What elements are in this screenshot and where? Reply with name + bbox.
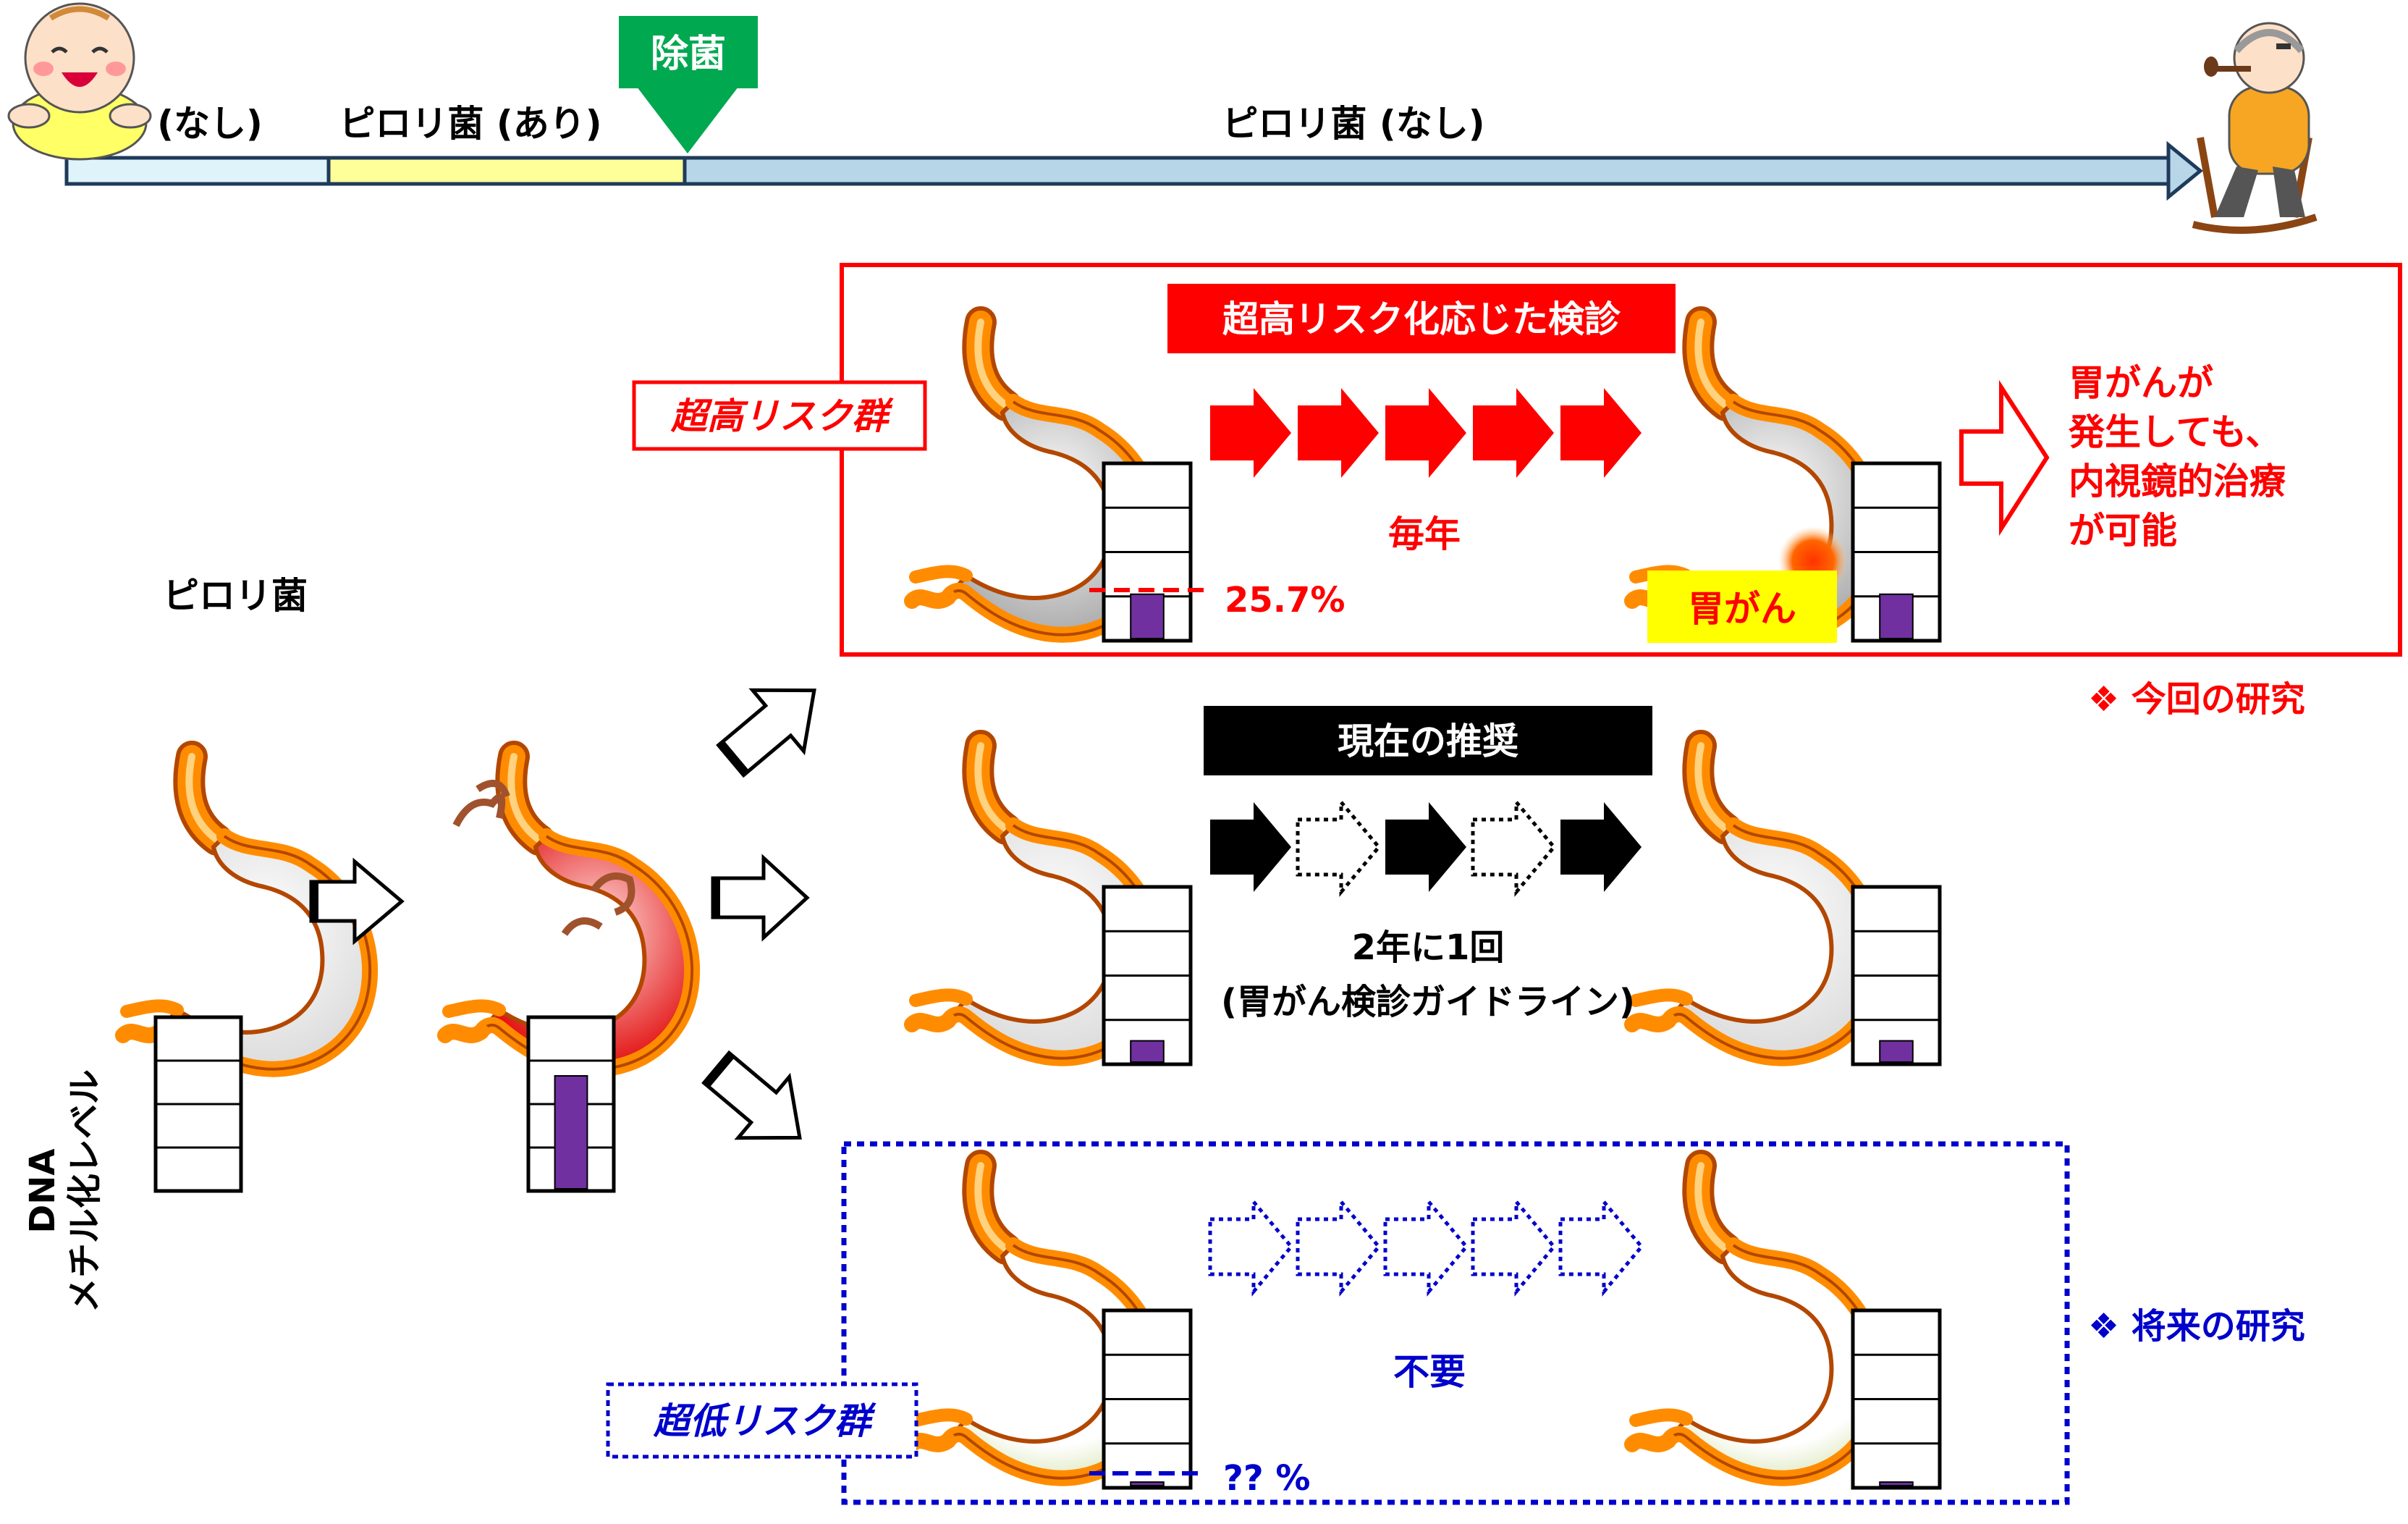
high-risk-header: [1167, 284, 1676, 353]
grandpa-illustration: [2192, 22, 2318, 234]
high-risk-percent: 25.7%: [1225, 580, 1345, 620]
pylori-bacteria: [452, 780, 635, 936]
standard-frequency: 2年に1回: [1352, 927, 1505, 968]
outcome-line-3: 内視鏡的治療: [2069, 460, 2286, 502]
high-risk-box: [840, 263, 2402, 657]
yearly-arrow-1: [1210, 388, 1291, 478]
methylation-meter-standard-after: [1851, 885, 1942, 1066]
methylation-meter-high-risk-after: [1851, 461, 1942, 643]
pylori-label: ピロリ菌: [163, 575, 308, 617]
standard-arrow-5: [1560, 802, 1642, 892]
outcome-line-4: が可能: [2069, 510, 2177, 552]
eradication-marker: [619, 16, 758, 88]
stomach-infected: [437, 741, 701, 1077]
branch-arrow-middle: [711, 854, 810, 942]
branch-arrow-up: [716, 688, 816, 778]
low-risk-arrow-4: [1471, 1197, 1557, 1297]
methylation-meter-low-risk-after: [1851, 1308, 1942, 1490]
cancer-label: 胃がん: [1688, 588, 1796, 630]
methylation-meter-low-risk-before: [1102, 1308, 1193, 1490]
dna-label: DNA: [22, 1148, 63, 1233]
eradication-label: 除菌: [651, 33, 726, 76]
low-risk-arrow-3: [1383, 1197, 1469, 1297]
yearly-arrow-5: [1560, 388, 1642, 478]
low-risk-frequency: 不要: [1393, 1351, 1466, 1393]
methylation-meter-infected-fill: [554, 1075, 588, 1190]
standard-arrow-3: [1385, 802, 1466, 892]
yearly-arrow-4: [1473, 388, 1554, 478]
methylation-label: メチル化レベル: [64, 1069, 105, 1313]
cancer-label-box: [1647, 571, 1837, 643]
methylation-meter-low-risk-before-fill: [1130, 1481, 1165, 1486]
high-risk-header-text: 超高リスク化応じた検診: [1222, 298, 1621, 340]
high-risk-frequency: 毎年: [1388, 513, 1461, 555]
standard-arrow-2: [1296, 797, 1382, 897]
timeline-segment-pylori: [326, 156, 687, 186]
current-study-note: ❖ 今回の研究: [2088, 679, 2305, 720]
dna-methylation-axis-label: DNA メチル化レベル: [22, 1069, 105, 1313]
low-risk-group-label: 超低リスク群: [653, 1400, 876, 1442]
low-risk-group-tag: [606, 1382, 918, 1459]
timeline-segment-none: [64, 156, 331, 186]
methylation-meter-initial: [153, 1015, 243, 1193]
methylation-meter-standard-after-fill: [1879, 1040, 1914, 1063]
methylation-meter-high-risk-before-fill: [1130, 593, 1165, 639]
high-risk-yearly-arrows: [1210, 388, 1642, 478]
timeline-label-none: (なし): [157, 103, 263, 145]
outcome-line-2: 発生しても、: [2069, 411, 2282, 453]
low-risk-arrow-2: [1296, 1197, 1382, 1297]
standard-biennial-arrows: [1210, 797, 1642, 897]
outcome-line-1: 胃がんが: [2069, 362, 2213, 404]
methylation-meter-standard-before: [1102, 885, 1193, 1066]
low-risk-box: [841, 1141, 2070, 1505]
timeline-segment-after: [683, 156, 2171, 186]
yearly-arrow-3: [1385, 388, 1466, 478]
low-risk-arrows: [1208, 1197, 1644, 1297]
methylation-meter-high-risk-after-fill: [1879, 593, 1914, 639]
methylation-meter-infected: [526, 1015, 616, 1193]
timeline-label-pylori: ピロリ菌 (あり): [339, 103, 601, 145]
standard-arrow-1: [1210, 802, 1291, 892]
high-risk-group-tag: [632, 380, 927, 451]
timeline-label-no-pylori: ピロリ菌 (なし): [1222, 103, 1484, 145]
low-risk-arrow-5: [1558, 1197, 1644, 1297]
future-study-note: ❖ 将来の研究: [2088, 1306, 2305, 1347]
standard-arrow-4: [1471, 797, 1557, 897]
methylation-meters: [153, 461, 1942, 1490]
low-risk-percent: ?? %: [1223, 1458, 1311, 1499]
branch-arrow-down: [701, 1050, 802, 1140]
left-flow-arrow: [309, 857, 405, 946]
stomach-low-risk-after: [1624, 1150, 1888, 1486]
standard-header-text: 現在の推奨: [1338, 720, 1518, 762]
timeline: (なし) ピロリ菌 (あり) ピロリ菌 (なし) 除菌: [64, 16, 2203, 201]
eradication-pointer: [637, 87, 738, 153]
standard-guideline: (胃がん検診ガイドライン): [1221, 982, 1635, 1022]
high-risk-group-label: 超高リスク群: [670, 395, 894, 437]
outcome-arrow: [1959, 379, 2050, 536]
timeline-arrowhead: [2166, 140, 2203, 201]
standard-header: [1204, 706, 1652, 775]
baby-illustration: [7, 2, 152, 161]
methylation-meter-low-risk-after-fill: [1879, 1481, 1914, 1486]
methylation-meter-standard-before-fill: [1130, 1040, 1165, 1063]
methylation-meter-high-risk-before: [1102, 461, 1193, 643]
stomach-standard-after: [1624, 730, 1888, 1066]
yearly-arrow-2: [1298, 388, 1379, 478]
low-risk-arrow-1: [1208, 1197, 1294, 1297]
